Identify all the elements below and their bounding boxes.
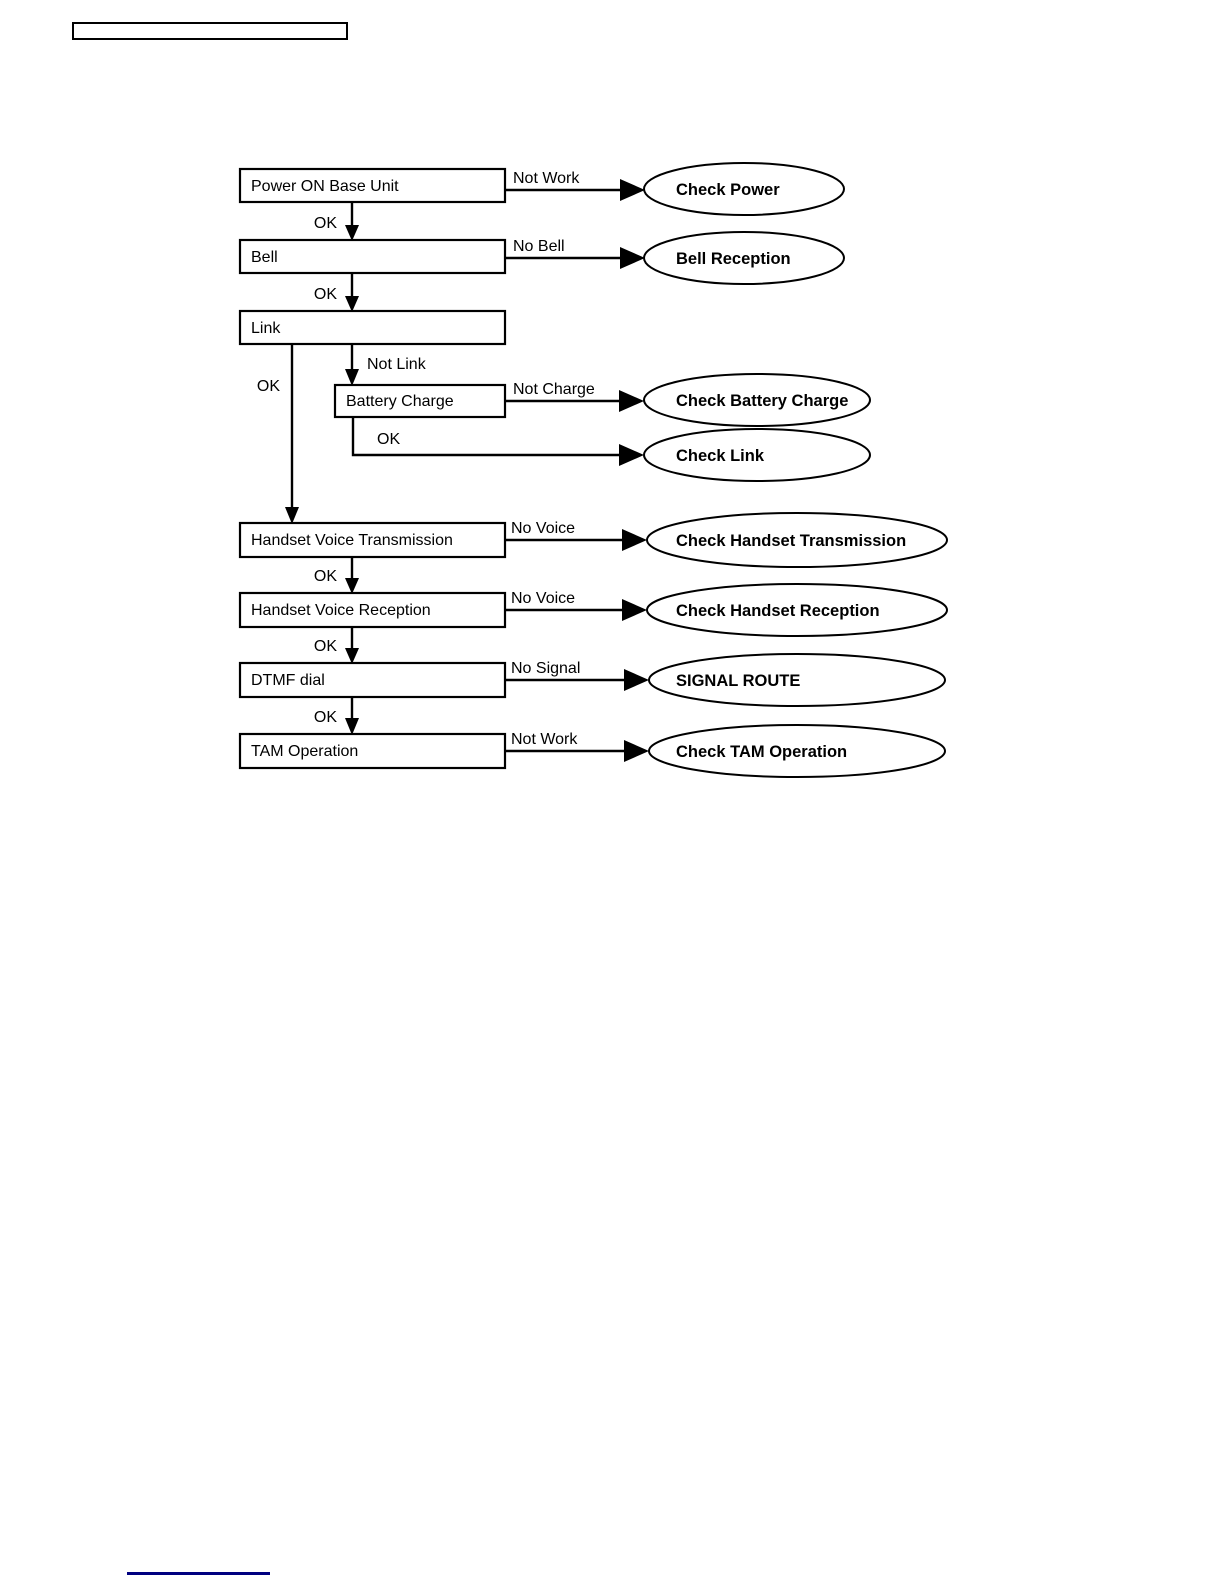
edge-hvt-to-check-handset-transmission: No Voice: [505, 520, 647, 551]
edge-label: OK: [314, 286, 337, 303]
edge-label: OK: [314, 709, 337, 726]
arrowhead-down-icon: [345, 578, 359, 594]
flow-terminal-label: Check Handset Reception: [676, 602, 880, 620]
flow-box-dtmf-dial: DTMF dial: [238, 661, 507, 699]
edge-link-not-link-to-battery: Not Link: [345, 344, 427, 386]
flow-box-bell: Bell: [238, 238, 507, 275]
header-placeholder-box: [72, 22, 348, 40]
flow-box-label: TAM Operation: [251, 743, 358, 760]
footer-link-underline[interactable]: [127, 1572, 270, 1575]
flow-terminal-check-power: Check Power: [643, 162, 845, 216]
arrowhead-right-icon: [620, 179, 645, 201]
edge-label: OK: [314, 215, 337, 232]
flow-box-handset-voice-transmission: Handset Voice Transmission: [238, 521, 507, 559]
edge-label: No Signal: [511, 660, 580, 677]
edge-label: OK: [377, 431, 400, 448]
edge-link-ok-to-hvt: OK: [257, 344, 299, 524]
flow-terminal-label: Check Power: [676, 181, 780, 199]
flow-terminal-label: Check Handset Transmission: [676, 532, 906, 550]
edge-label: OK: [314, 568, 337, 585]
edge-bell-to-bell-reception: No Bell: [505, 238, 645, 269]
flow-box-label: DTMF dial: [251, 672, 325, 689]
flow-terminal-label: Bell Reception: [676, 250, 791, 268]
flow-box-tam-operation: TAM Operation: [238, 732, 507, 770]
edge-hvr-ok-to-dtmf: OK: [314, 627, 359, 664]
flow-terminal-ellipse: [643, 162, 845, 216]
flow-box-label: Link: [251, 320, 281, 337]
edge-label: OK: [257, 378, 280, 395]
edge-power-ok-to-bell: OK: [314, 202, 359, 241]
arrowhead-down-icon: [345, 369, 359, 386]
arrowhead-right-icon: [619, 390, 644, 412]
flow-terminal-ellipse: [643, 373, 871, 427]
flow-box-rect: [238, 167, 507, 204]
flow-box-rect: [238, 521, 507, 559]
flow-terminal-check-tam-operation: Check TAM Operation: [648, 724, 946, 778]
arrowhead-right-icon: [624, 669, 649, 691]
flow-terminal-check-battery-charge: Check Battery Charge: [643, 373, 871, 427]
edge-battery-ok-to-check-link: OK: [351, 417, 644, 466]
flow-box-rect: [238, 591, 507, 629]
edge-tam-to-check-tam-operation: Not Work: [505, 731, 649, 762]
flow-box-label: Bell: [251, 249, 278, 266]
flow-terminal-label: Check TAM Operation: [676, 743, 847, 761]
flow-terminal-check-handset-reception: Check Handset Reception: [646, 583, 948, 637]
arrowhead-down-icon: [345, 648, 359, 664]
flow-terminal-label: SIGNAL ROUTE: [676, 672, 800, 690]
flow-box-label: Handset Voice Transmission: [251, 532, 453, 549]
edge-hvr-to-check-handset-reception: No Voice: [505, 590, 647, 621]
edge-line: [351, 417, 619, 457]
edge-dtmf-ok-to-tam: OK: [314, 697, 359, 735]
flow-box-label: Battery Charge: [346, 393, 454, 410]
flow-box-rect: [238, 661, 507, 699]
edge-dtmf-to-signal-route: No Signal: [505, 660, 649, 691]
flow-box-label: Handset Voice Reception: [251, 602, 431, 619]
flow-box-rect: [238, 309, 507, 346]
edge-label: No Voice: [511, 590, 575, 607]
arrowhead-right-icon: [620, 247, 645, 269]
arrowhead-right-icon: [624, 740, 649, 762]
arrowhead-right-icon: [622, 599, 647, 621]
flow-terminal-check-handset-transmission: Check Handset Transmission: [646, 512, 948, 568]
arrowhead-right-icon: [622, 529, 647, 551]
arrowhead-right-icon: [619, 444, 644, 466]
flow-box-rect: [333, 383, 507, 419]
edge-hvt-ok-to-hvr: OK: [314, 557, 359, 594]
edge-label: No Bell: [513, 238, 565, 255]
edge-battery-to-check-battery-charge: Not Charge: [505, 381, 644, 412]
edge-label: Not Work: [511, 731, 578, 748]
flow-box-power-on-base-unit: Power ON Base Unit: [238, 167, 507, 204]
flow-box-label: Power ON Base Unit: [251, 178, 399, 195]
arrowhead-down-icon: [345, 296, 359, 312]
edge-label: Not Charge: [513, 381, 595, 398]
arrowhead-down-icon: [345, 225, 359, 241]
flow-terminal-check-link: Check Link: [643, 428, 871, 482]
flow-terminal-signal-route: SIGNAL ROUTE: [648, 653, 946, 707]
arrowhead-down-icon: [345, 718, 359, 735]
edge-label: Not Link: [367, 356, 427, 373]
flow-terminal-bell-reception: Bell Reception: [643, 231, 845, 285]
flow-box-battery-charge: Battery Charge: [333, 383, 507, 419]
edge-power-to-check-power: Not Work: [505, 170, 645, 201]
edge-bell-ok-to-link: OK: [314, 273, 359, 312]
edge-label: No Voice: [511, 520, 575, 537]
flow-box-link: Link: [238, 309, 507, 346]
flow-terminal-label: Check Link: [676, 447, 765, 465]
flow-terminal-label: Check Battery Charge: [676, 392, 848, 410]
arrowhead-down-icon: [285, 507, 299, 524]
flow-box-handset-voice-reception: Handset Voice Reception: [238, 591, 507, 629]
edge-label: Not Work: [513, 170, 580, 187]
flow-box-rect: [238, 238, 507, 275]
edge-label: OK: [314, 638, 337, 655]
